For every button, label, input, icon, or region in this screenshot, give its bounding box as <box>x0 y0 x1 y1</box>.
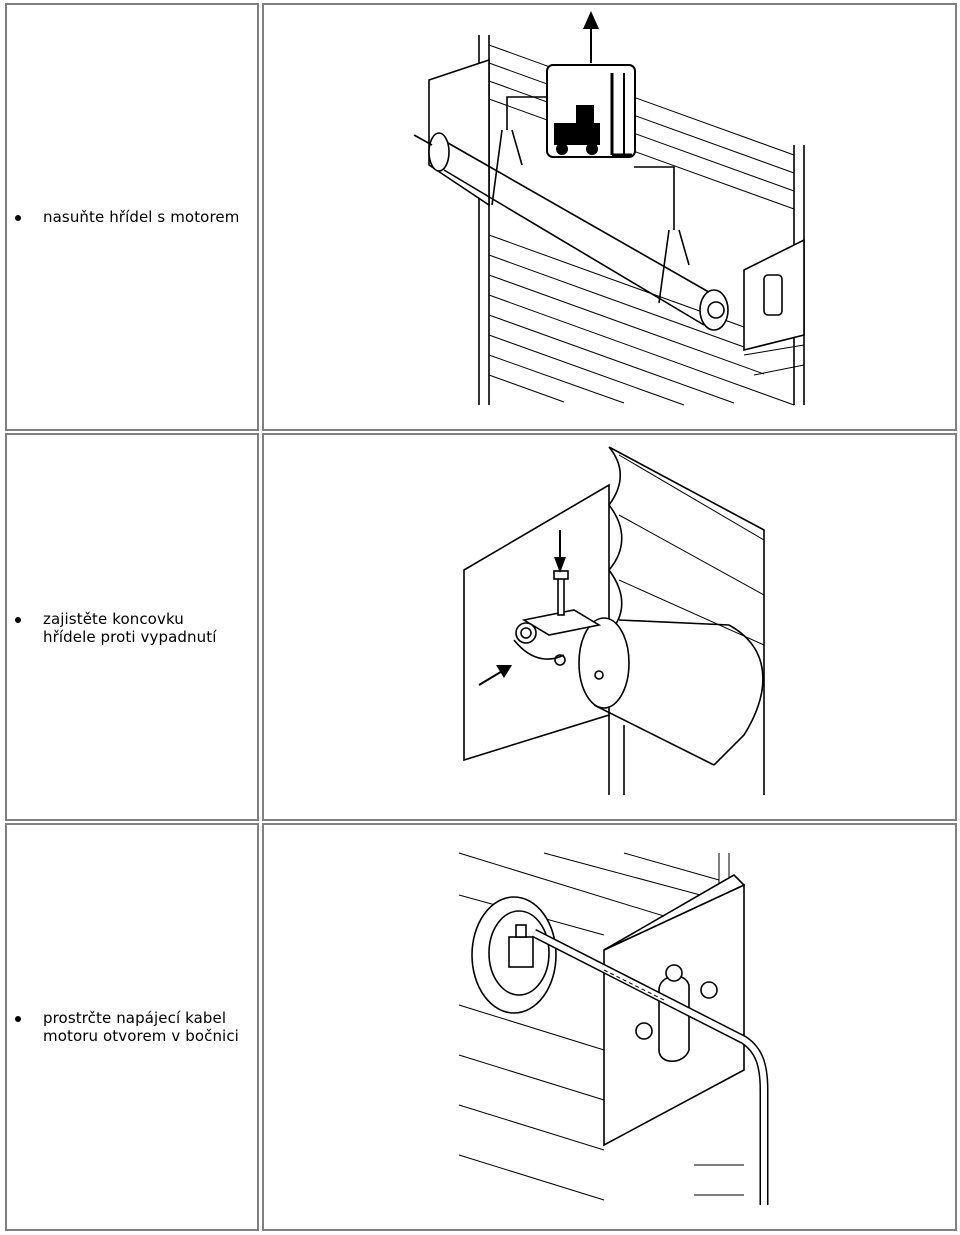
step-1-line-1: nasuňte hřídel s motorem <box>43 208 240 226</box>
bullet-icon <box>15 1016 21 1022</box>
step-3-text-cell: prostrčte napájecí kabel motoru otvorem … <box>5 823 259 1231</box>
side-bracket <box>603 874 746 1147</box>
step-3-text: prostrčte napájecí kabel motoru otvorem … <box>43 1009 239 1045</box>
step-3-illustration <box>262 823 957 1231</box>
diagonal-arrow-icon <box>478 665 512 686</box>
bolt-assembly <box>513 570 602 666</box>
step-2-text: zajistěte koncovku hřídele proti vypadnu… <box>43 610 216 646</box>
forklift-sign <box>546 64 636 158</box>
up-arrow-icon <box>583 11 599 63</box>
bullet-icon <box>15 215 21 221</box>
lifting-slings <box>491 96 690 304</box>
bracket-slot <box>763 274 783 316</box>
shaft-installation-drawing <box>413 11 805 406</box>
step-1-item: nasuňte hřídel s motorem <box>15 208 251 226</box>
step-2-line-2: hřídele proti vypadnutí <box>43 628 217 646</box>
motor-head <box>471 896 557 1014</box>
instruction-table: nasuňte hřídel s motorem <box>5 3 957 1231</box>
step-2-text-cell: zajistěte koncovku hřídele proti vypadnu… <box>5 433 259 821</box>
shaft-end-securing-drawing <box>463 446 765 795</box>
step-1-text-cell: nasuňte hřídel s motorem <box>5 3 259 431</box>
cable-routing-drawing <box>458 852 769 1205</box>
bullet-icon <box>15 617 21 623</box>
shutter-slats <box>478 35 805 406</box>
step-1-illustration <box>262 3 957 431</box>
step-2-illustration <box>262 433 957 821</box>
shaft-cylinder <box>578 617 764 766</box>
down-arrow-icon <box>554 530 566 573</box>
step-1-text: nasuňte hřídel s motorem <box>43 208 239 226</box>
shaft-tube <box>413 132 729 331</box>
step-3-line-1: prostrčte napájecí kabel <box>43 1009 227 1027</box>
shutter-body <box>608 446 765 795</box>
step-3-item: prostrčte napájecí kabel motoru otvorem … <box>15 1009 251 1045</box>
step-3-line-2: motoru otvorem v bočnici <box>43 1027 239 1045</box>
power-cable <box>531 928 769 1205</box>
step-2-item: zajistěte koncovku hřídele proti vypadnu… <box>15 610 251 646</box>
step-2-line-1: zajistěte koncovku <box>43 610 184 628</box>
